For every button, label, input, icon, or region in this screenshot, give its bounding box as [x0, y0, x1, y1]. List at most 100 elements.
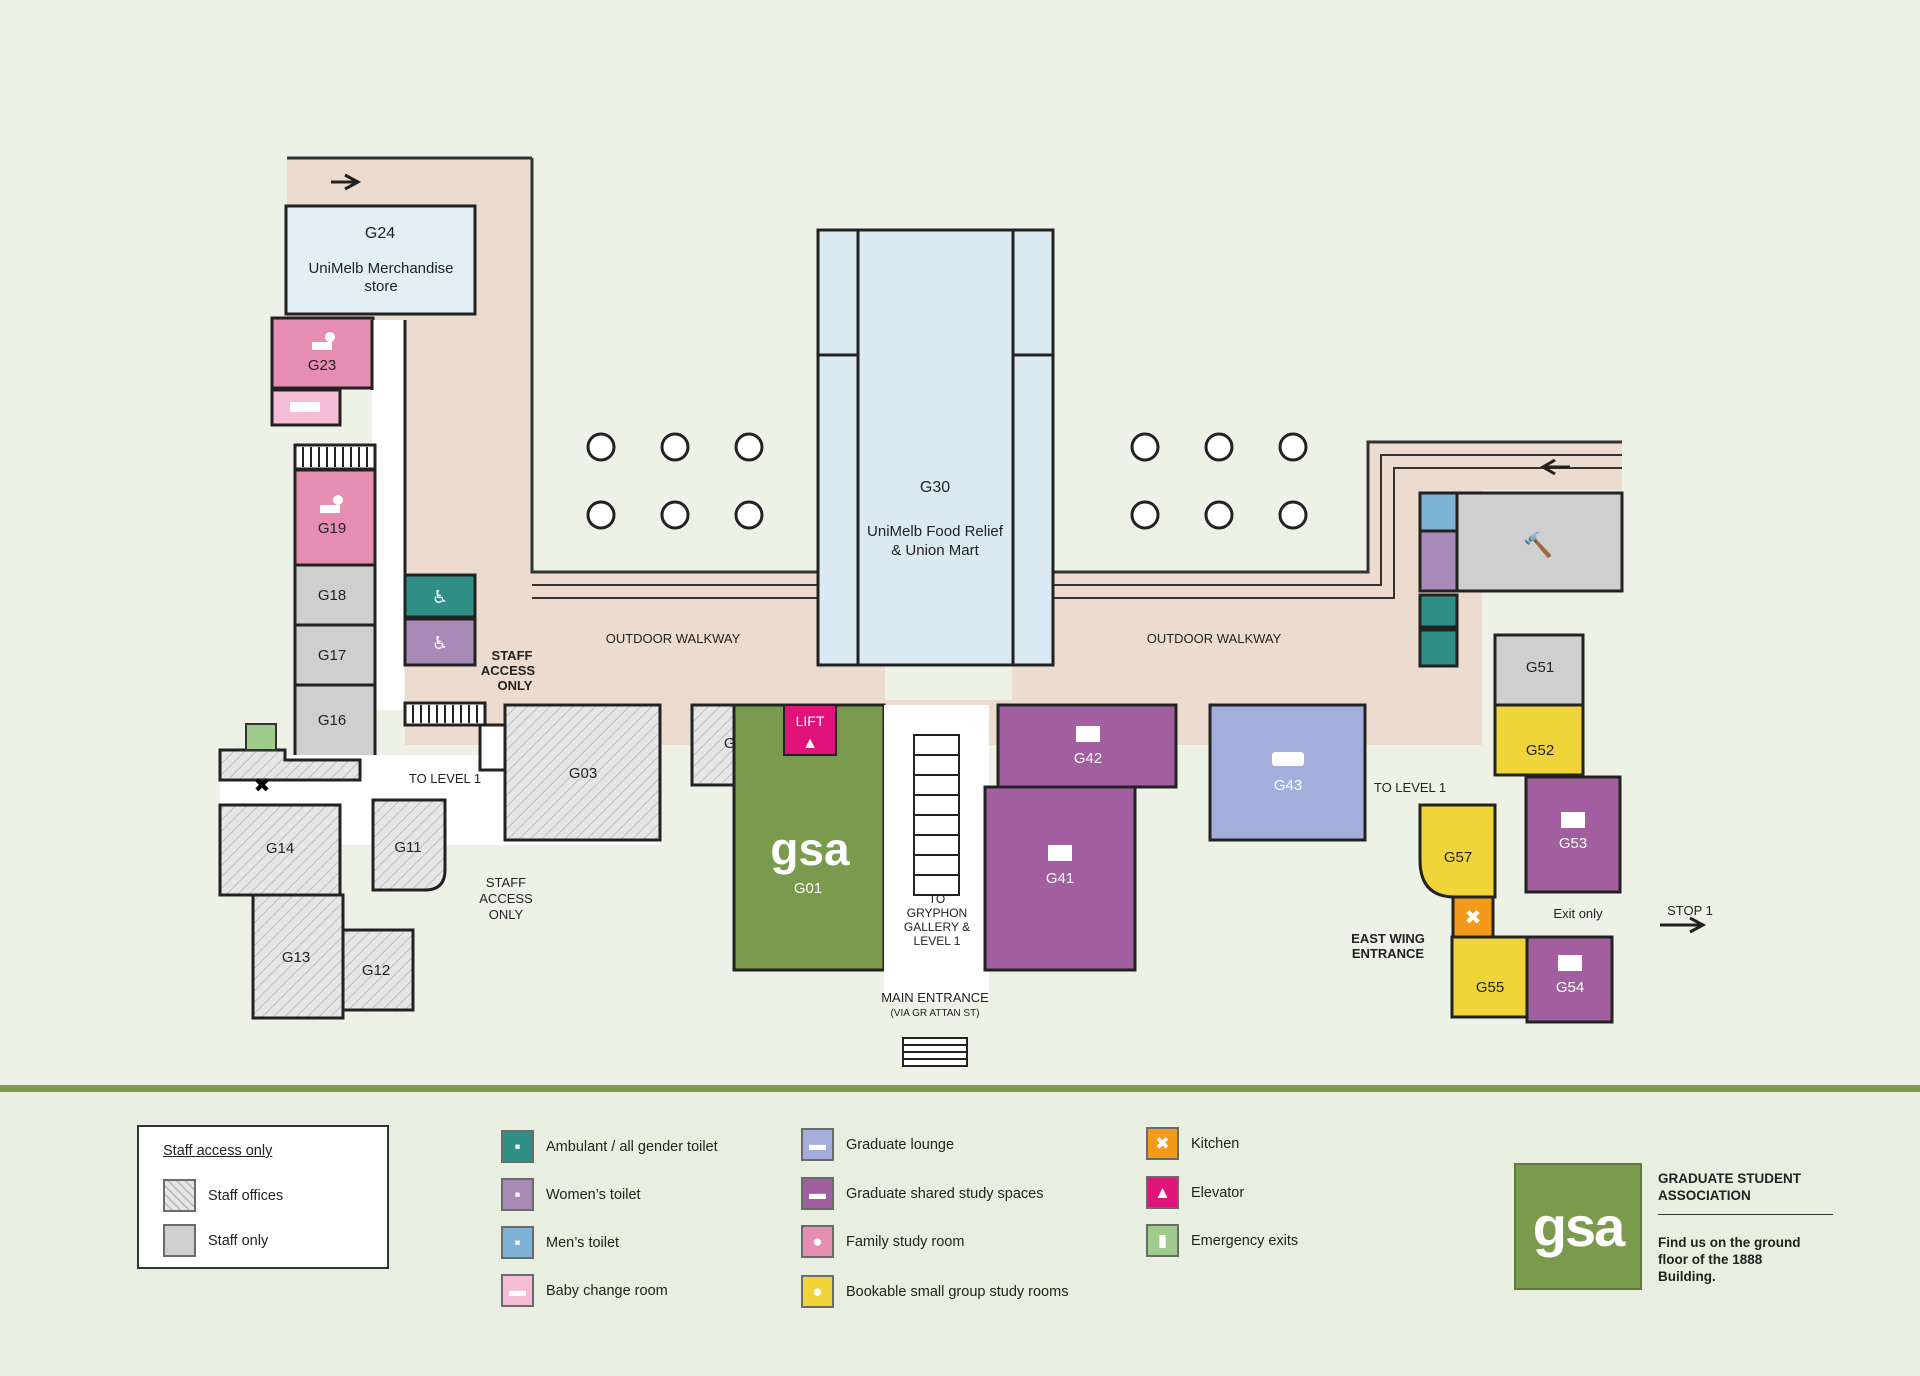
exit-only-label: Exit only	[1553, 906, 1603, 921]
staff-access-label: ONLY	[498, 678, 533, 693]
room-g12-code: G12	[362, 962, 390, 979]
staff-access-label: STAFF	[486, 875, 526, 890]
room-g42-code: G42	[1074, 750, 1102, 767]
east-wing-label: ENTRANCE	[1352, 946, 1425, 961]
book-icon	[1561, 812, 1585, 828]
room-g16[interactable]	[293, 683, 377, 759]
gsa-brand-logo: gsa	[1514, 1163, 1642, 1290]
exit-icon	[245, 723, 277, 751]
room-g13-code: G13	[282, 949, 310, 966]
room-g55[interactable]	[1450, 935, 1529, 1019]
legend-womens-toilet: ▪ Women’s toilet	[501, 1178, 641, 1211]
toilet-ambulant-left[interactable]	[403, 573, 477, 619]
toilet-icon: ♿	[432, 633, 448, 653]
legend-graduate-lounge: ▬Graduate lounge	[801, 1128, 954, 1161]
toilet-icon: ▪	[501, 1226, 534, 1259]
room-g11-code: G11	[394, 839, 421, 856]
room-g03[interactable]	[503, 703, 662, 842]
staff-access-legend: Staff access only Staff offices Staff on…	[137, 1125, 389, 1269]
room-g01-code: G01	[794, 880, 822, 897]
room-g30-code: G30	[920, 479, 950, 496]
room-g57-code: G57	[1444, 849, 1472, 866]
lift-label: LIFT	[796, 713, 825, 729]
map-legend: Staff access only Staff offices Staff on…	[0, 1085, 1920, 1376]
elevator-icon: ▲	[1146, 1176, 1179, 1209]
room-g54-code: G54	[1556, 979, 1584, 996]
legend-label: Ambulant / all gender toilet	[546, 1138, 718, 1155]
toilet-icon: ▪	[501, 1130, 534, 1163]
legend-label: Graduate lounge	[846, 1136, 955, 1153]
child-icon: ●	[801, 1225, 834, 1258]
room-g03-code: G03	[569, 765, 597, 782]
room-g30[interactable]	[816, 228, 1055, 667]
legend-label: Graduate shared study spaces	[846, 1185, 1044, 1202]
outdoor-tables-right	[1130, 432, 1308, 530]
gryphon-label: GALLERY &	[904, 920, 970, 934]
room-g53[interactable]	[1524, 775, 1622, 894]
room-g13[interactable]	[251, 893, 345, 1020]
room-g12[interactable]	[341, 928, 415, 1012]
sofa-icon	[1272, 752, 1304, 766]
staff-room-hammer[interactable]	[1455, 491, 1624, 593]
room-g24[interactable]	[284, 204, 477, 316]
legend-label: Bookable small group study rooms	[846, 1283, 1069, 1300]
main-entrance-sub-label: (VIA GR ATTAN ST)	[890, 1008, 979, 1019]
legend-label: Family study room	[846, 1233, 965, 1250]
room-g11[interactable]	[371, 798, 447, 892]
staff-access-legend-title: Staff access only	[163, 1143, 273, 1159]
room-g23[interactable]	[270, 316, 375, 390]
room-g51[interactable]	[1493, 633, 1585, 707]
to-level1-label-east: TO LEVEL 1	[1374, 780, 1446, 795]
corridor-left	[372, 320, 404, 710]
toilet-teal-east-2[interactable]	[1418, 628, 1459, 668]
east-wing-label: EAST WING	[1351, 931, 1425, 946]
room-g19[interactable]	[293, 468, 377, 567]
gryphon-label: TO	[929, 892, 945, 906]
room-g52[interactable]	[1493, 703, 1585, 777]
legend-label: Elevator	[1191, 1184, 1245, 1201]
staff-access-label: ACCESS	[481, 663, 536, 678]
child-icon	[312, 332, 335, 350]
room-g52-code: G52	[1526, 742, 1554, 759]
access-arrows	[331, 173, 1707, 934]
room-g17-code: G17	[318, 647, 346, 664]
toilet-women-left[interactable]	[403, 617, 477, 667]
legend-kitchen: ✖Kitchen	[1146, 1127, 1239, 1160]
staff-access-label: ONLY	[489, 907, 524, 922]
legend-label: Kitchen	[1191, 1135, 1240, 1152]
room-g54[interactable]	[1525, 935, 1614, 1024]
legend-emergency-exits: ▮Emergency exits	[1146, 1224, 1298, 1257]
room-g16-code: G16	[318, 712, 346, 729]
stop1-label: STOP 1	[1667, 903, 1713, 918]
room-g41-code: G41	[1046, 870, 1074, 887]
room-g43[interactable]	[1208, 703, 1367, 842]
to-level1-label: TO LEVEL 1	[409, 771, 481, 786]
toilet-icon: ▪	[501, 1178, 534, 1211]
legend-staff-only-label: Staff only	[208, 1232, 269, 1249]
legend-staff-offices-label: Staff offices	[208, 1187, 284, 1204]
gryphon-label: GRYPHON	[907, 906, 967, 920]
gsa-location-note: Find us on the ground floor of the 1888 …	[1658, 1235, 1801, 1284]
room-g41[interactable]	[983, 785, 1137, 972]
toilet-women-east[interactable]	[1418, 529, 1459, 593]
outdoor-tables-left	[586, 432, 764, 530]
gsa-logo: gsa	[770, 823, 850, 875]
toilet-men-east[interactable]	[1418, 491, 1459, 533]
group-icon: ●	[801, 1275, 834, 1308]
toilet-teal-east-1[interactable]	[1418, 593, 1459, 629]
book-icon: ▬	[801, 1177, 834, 1210]
room-g53-code: G53	[1559, 835, 1587, 852]
legend-staff-only: Staff only	[163, 1224, 268, 1257]
room-g18-code: G18	[318, 587, 346, 604]
legend-group-study: ● Bookable small group study rooms	[801, 1275, 1068, 1308]
cutlery-icon: ✖	[254, 775, 271, 797]
room-g24-name: UniMelb Merchandise store	[308, 260, 454, 295]
room-g42[interactable]	[996, 703, 1178, 789]
legend-label: Women’s toilet	[546, 1186, 641, 1203]
baby-change-icon: ▬	[501, 1274, 534, 1307]
legend-label: Men’s toilet	[546, 1234, 620, 1251]
staff-access-label: STAFF	[492, 648, 533, 663]
gryphon-label: LEVEL 1	[914, 934, 961, 948]
room-g14-code: G14	[266, 840, 294, 857]
room-g30-name: UniMelb Food Relief & Union Mart	[867, 523, 1003, 559]
